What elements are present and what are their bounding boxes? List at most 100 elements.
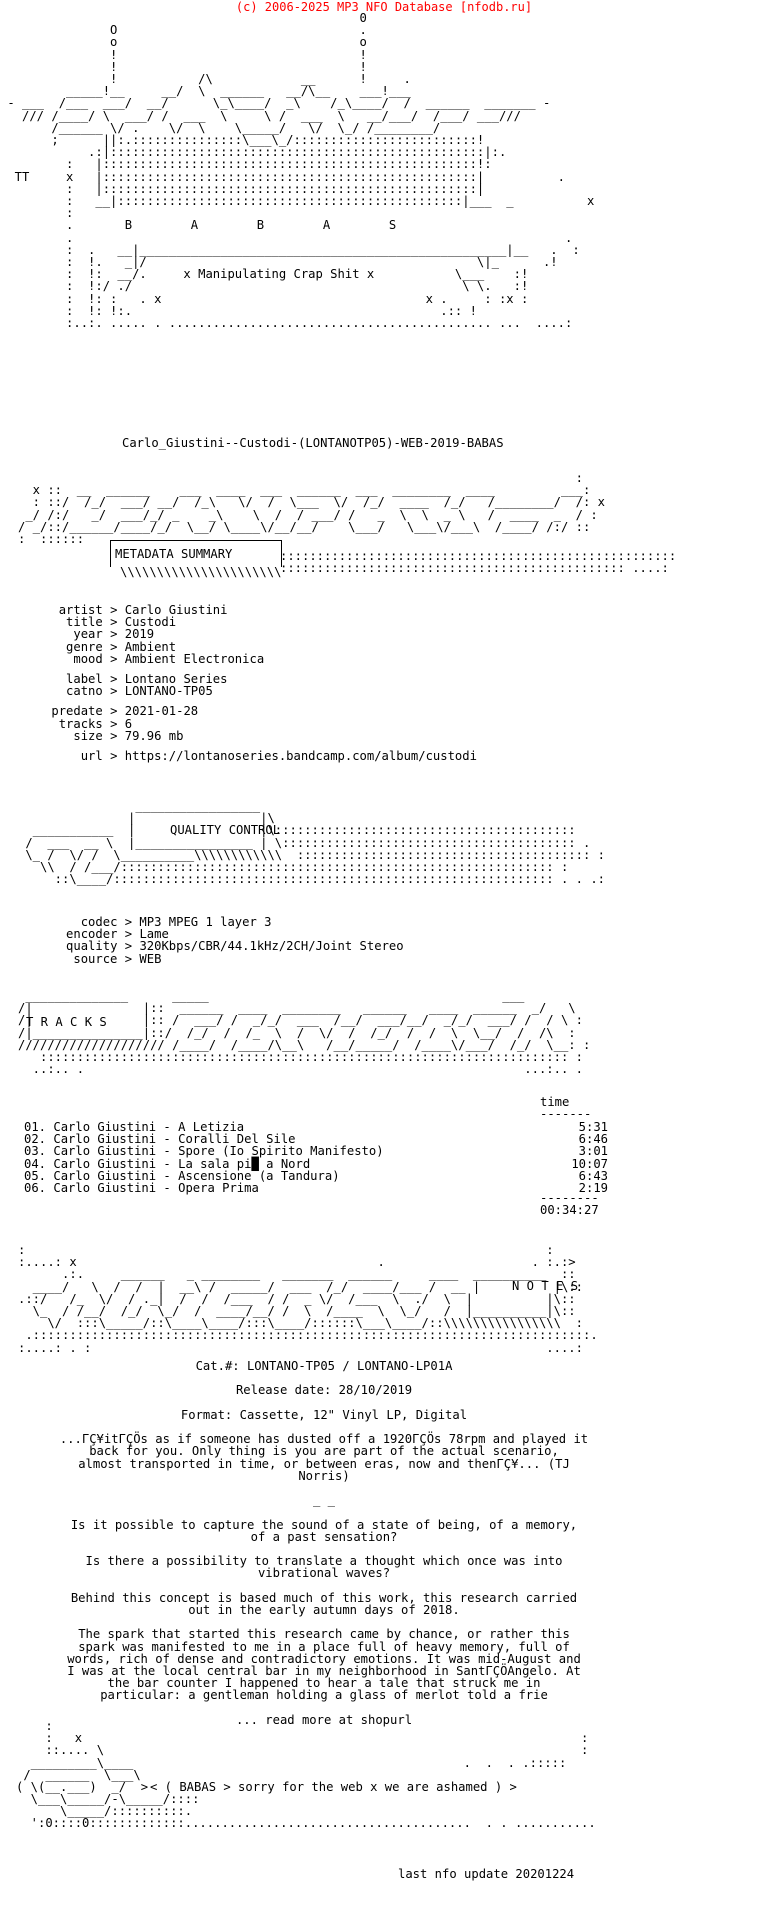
metadata-title-box: METADATA SUMMARY bbox=[110, 540, 282, 567]
metadata-separator: > bbox=[102, 639, 125, 654]
quality-row-source: source > WEB bbox=[0, 953, 768, 965]
metadata-row-mood: mood > Ambient Electronica bbox=[0, 653, 768, 665]
notes-line: back for you. Only thing is you are part… bbox=[89, 1444, 559, 1459]
metadata-banner-fill: ::::::::::::::::::::::::::::::::::::::::… bbox=[280, 549, 677, 576]
metadata-key: tracks bbox=[58, 716, 103, 731]
last-update: last nfo update 20201224 bbox=[398, 1867, 575, 1881]
metadata-indent bbox=[0, 729, 73, 743]
track-number: 03. bbox=[24, 1144, 47, 1159]
footer-art: : : x : ::.... \ : _________\____ bbox=[16, 1719, 589, 1795]
metadata-key: catno bbox=[66, 684, 103, 699]
metadata-key: year bbox=[73, 627, 103, 642]
quality-value: WEB bbox=[139, 951, 162, 966]
metadata-indent bbox=[0, 749, 81, 763]
metadata-value[interactable]: https://lontanoseries.bandcamp.com/album… bbox=[124, 749, 477, 764]
notes-line: Behind this concept is based much of thi… bbox=[70, 1590, 578, 1605]
notes-line: out in the early autumn days of 2018. bbox=[188, 1602, 460, 1617]
metadata-value: 2019 bbox=[124, 627, 155, 642]
metadata-separator: > bbox=[102, 704, 125, 719]
track-number: 02. bbox=[24, 1132, 47, 1147]
notes-spacer bbox=[0, 1506, 648, 1518]
notes-spacer bbox=[0, 1580, 648, 1592]
metadata-separator: > bbox=[102, 627, 125, 642]
track-info: 04. Carlo Giustini - La sala pi█ a Nord bbox=[24, 1156, 310, 1171]
metadata-title: METADATA SUMMARY bbox=[115, 547, 233, 561]
metadata-row-genre: genre > Ambient bbox=[0, 641, 768, 653]
track-info: 05. Carlo Giustini - Ascensione (a Tandu… bbox=[24, 1170, 340, 1182]
track-dash: - bbox=[156, 1132, 179, 1147]
metadata-indent bbox=[0, 684, 66, 698]
quality-row-codec: codec > MP3 MPEG 1 layer 3 bbox=[0, 916, 768, 928]
notes-line: Is there a possibility to translate a th… bbox=[85, 1554, 563, 1569]
notes-spacer bbox=[0, 1702, 648, 1714]
track-time: 10:07 bbox=[571, 1156, 608, 1171]
track-number: 05. bbox=[24, 1168, 47, 1183]
metadata-row-title: title > Custodi bbox=[0, 616, 768, 628]
notes-line: ...ΓÇ¥itΓÇÖs as if someone has dusted of… bbox=[59, 1432, 589, 1447]
notes-banner-art: : : :....: x . . :.:> .:. ______ _ _____… bbox=[18, 1243, 598, 1355]
track-title: Opera Prima bbox=[178, 1180, 259, 1195]
track-dash: - bbox=[156, 1168, 179, 1183]
quality-separator: > bbox=[117, 939, 140, 954]
track-time: 3:01 bbox=[578, 1144, 608, 1159]
metadata-banner-art: : x :: __ ______ ___ ____ ___ ______ ___… bbox=[18, 471, 605, 547]
metadata-separator: > bbox=[102, 749, 125, 764]
metadata-key: predate bbox=[51, 704, 103, 719]
notes-line: words, rich of dense and contradictory e… bbox=[67, 1651, 581, 1666]
metadata-value: LONTANO-TP05 bbox=[124, 684, 213, 699]
tracks-banner-art: ______________ _____ ___ /| |:: ______ _… bbox=[18, 989, 591, 1077]
track-time: 6:46 bbox=[578, 1132, 608, 1147]
credit-header[interactable]: (c) 2006-2025 MP3 NFO Database [nfodb.ru… bbox=[235, 0, 533, 14]
notes-line: _ _ bbox=[312, 1493, 335, 1508]
track-time: 5:31 bbox=[578, 1120, 608, 1134]
notes-line: spark was manifested to me in a place fu… bbox=[78, 1639, 570, 1654]
notes-line: The spark that started this research cam… bbox=[78, 1627, 570, 1642]
quality-key: source bbox=[73, 951, 118, 966]
metadata-key: genre bbox=[66, 639, 103, 654]
notes-line: vibrational waves? bbox=[257, 1566, 391, 1581]
metadata-separator: > bbox=[102, 728, 125, 743]
track-artist: Carlo Giustini bbox=[53, 1156, 157, 1171]
quality-row-quality: quality > 320Kbps/CBR/44.1kHz/2CH/Joint … bbox=[0, 940, 768, 952]
track-dash: - bbox=[156, 1144, 179, 1159]
notes-line: Format: Cassette, 12" Vinyl LP, Digital bbox=[180, 1407, 468, 1422]
quality-value: Lame bbox=[139, 927, 169, 942]
metadata-key: title bbox=[66, 615, 103, 630]
track-time: 2:19 bbox=[578, 1180, 608, 1195]
time-header-rule: ------- bbox=[540, 1107, 592, 1121]
track-title: Spore (Io Spirito Manifesto) bbox=[178, 1144, 384, 1159]
metadata-row-year: year > 2019 bbox=[0, 628, 768, 640]
quality-row-encoder: encoder > Lame bbox=[0, 928, 768, 940]
notes-line: particular: a gentleman holding a glass … bbox=[100, 1688, 548, 1703]
metadata-key: mood bbox=[73, 651, 103, 666]
track-artist: Carlo Giustini bbox=[53, 1168, 157, 1183]
notes-spacer bbox=[0, 1397, 648, 1409]
footer-art-bottom: \___\_____/-\_____/:::: \_____/:::::::::… bbox=[30, 1792, 596, 1831]
quality-title: QUALITY CONTROL bbox=[170, 823, 281, 837]
track-number: 04. bbox=[24, 1156, 47, 1171]
notes-line: ... read more at shopurl bbox=[235, 1712, 413, 1727]
metadata-value: Custodi bbox=[124, 615, 177, 630]
track-row: 02. Carlo Giustini - Coralli Del Sile 6:4… bbox=[0, 1133, 768, 1145]
babas-logo-ascii-art: 0 O . o o bbox=[7, 11, 595, 331]
metadata-value: Ambient Electronica bbox=[124, 651, 265, 666]
quality-banner-art: _________________ | |\ ___________ | |\:… bbox=[25, 799, 605, 887]
quality-value: 320Kbps/CBR/44.1kHz/2CH/Joint Stereo bbox=[139, 939, 404, 954]
track-artist: Carlo Giustini bbox=[53, 1132, 157, 1147]
notes-line: Release date: 28/10/2019 bbox=[235, 1383, 413, 1398]
metadata-indent bbox=[0, 652, 73, 666]
metadata-separator: > bbox=[102, 651, 125, 666]
track-info: 03. Carlo Giustini - Spore (Io Spirito M… bbox=[24, 1145, 384, 1157]
track-info: 02. Carlo Giustini - Coralli Del Sile bbox=[24, 1133, 296, 1145]
metadata-separator: > bbox=[102, 672, 125, 687]
quality-separator: > bbox=[117, 951, 140, 966]
metadata-separator: > bbox=[102, 603, 125, 617]
track-row: 03. Carlo Giustini - Spore (Io Spirito M… bbox=[0, 1145, 768, 1157]
metadata-row-catno: catno > LONTANO-TP05 bbox=[0, 685, 768, 697]
track-row: 05. Carlo Giustini - Ascensione (a Tandu… bbox=[0, 1170, 768, 1182]
quality-value: MP3 MPEG 1 layer 3 bbox=[139, 915, 272, 929]
quality-list: codec > MP3 MPEG 1 layer 3 encoder > Lam… bbox=[0, 916, 768, 965]
